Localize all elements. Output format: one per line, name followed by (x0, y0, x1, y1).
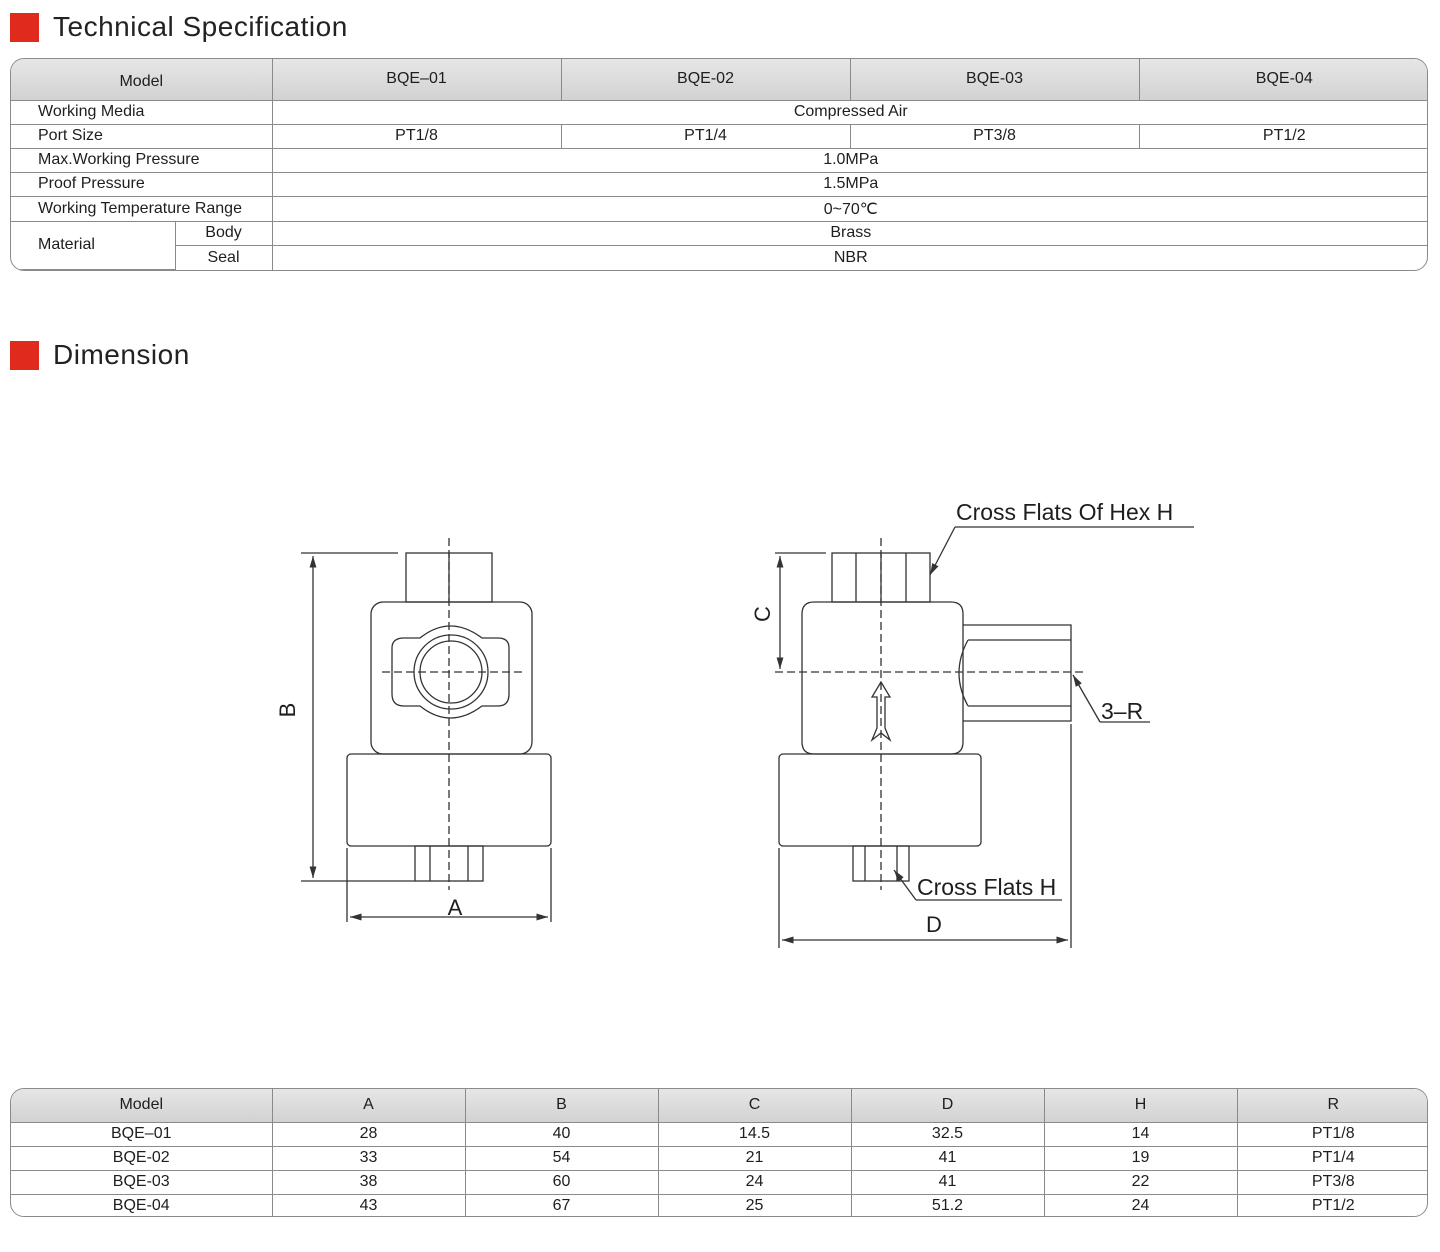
table-row: BQE-04 43 67 25 51.2 24 PT1/2 (11, 1193, 1427, 1216)
dim-label-c: C (750, 606, 775, 622)
table-cell: BQE–01 (11, 1122, 273, 1147)
table-cell: 41 (850, 1169, 1045, 1195)
table-cell: 32.5 (850, 1122, 1045, 1147)
dim-col-header: A (271, 1089, 466, 1123)
row-value: 1.0MPa (271, 147, 1427, 173)
dim-col-header: Model (11, 1089, 273, 1123)
row-value: PT1/8 (271, 123, 562, 149)
table-cell: 28 (271, 1122, 466, 1147)
table-row: Port Size PT1/8 PT1/4 PT3/8 PT1/2 (11, 123, 1427, 149)
table-row: Max.Working Pressure 1.0MPa (11, 147, 1427, 173)
table-cell: 21 (657, 1145, 852, 1171)
red-square-icon (10, 12, 39, 42)
row-value: PT1/4 (560, 123, 851, 149)
dim-col-header: B (464, 1089, 659, 1123)
dim-label-d: D (926, 912, 942, 937)
dim-label-b: B (275, 703, 300, 718)
dim-col-header: R (1236, 1089, 1427, 1123)
table-cell: 24 (657, 1169, 852, 1195)
table-cell: 22 (1043, 1169, 1238, 1195)
red-square-icon (10, 340, 39, 370)
table-cell: 25 (657, 1193, 852, 1216)
dimension-section-title: Dimension (10, 339, 190, 371)
table-row: Material Body Brass (11, 220, 1427, 270)
table-row: BQE-03 38 60 24 41 22 PT3/8 (11, 1169, 1427, 1195)
row-label: Proof Pressure (11, 171, 273, 197)
row-value: Brass (271, 220, 1427, 246)
row-label: Max.Working Pressure (11, 147, 273, 173)
row-value: PT1/2 (1138, 123, 1427, 149)
model-header: Model (11, 59, 273, 101)
row-label: Working Media (11, 100, 273, 125)
table-cell: 14.5 (657, 1122, 852, 1147)
row-value: NBR (271, 244, 1427, 270)
table-cell: 43 (271, 1193, 466, 1216)
hex-callout-label: Cross Flats Of Hex H (956, 499, 1173, 525)
table-cell: 67 (464, 1193, 659, 1216)
model-col-header: BQE-04 (1138, 59, 1427, 101)
row-value: Compressed Air (271, 100, 1427, 125)
table-cell: 38 (271, 1169, 466, 1195)
table-cell: 19 (1043, 1145, 1238, 1171)
table-row: BQE-02 33 54 21 41 19 PT1/4 (11, 1145, 1427, 1171)
spec-title-text: Technical Specification (53, 11, 348, 42)
side-view (775, 526, 1194, 948)
table-cell: 14 (1043, 1122, 1238, 1147)
table-cell: PT1/2 (1236, 1193, 1427, 1216)
row-value: PT3/8 (849, 123, 1140, 149)
row-value: 0~70℃ (271, 195, 1427, 222)
table-cell: BQE-02 (11, 1145, 273, 1171)
row-label: Working Temperature Range (11, 195, 273, 222)
table-cell: 51.2 (850, 1193, 1045, 1216)
table-row: BQE–01 28 40 14.5 32.5 14 PT1/8 (11, 1122, 1427, 1147)
spec-table: Model BQE–01 BQE-02 BQE-03 BQE-04 Workin… (10, 58, 1428, 271)
dimension-title-text: Dimension (53, 339, 190, 370)
dimension-drawing: B A C D Cross Flats Of Hex (275, 499, 1194, 948)
dim-col-header: C (657, 1089, 852, 1123)
row-sublabel: Seal (175, 244, 273, 270)
table-row: Proof Pressure 1.5MPa (11, 171, 1427, 197)
table-cell: BQE-03 (11, 1169, 273, 1195)
row-label: Port Size (11, 123, 273, 149)
table-cell: 41 (850, 1145, 1045, 1171)
dim-label-a: A (448, 895, 463, 920)
model-col-header: BQE–01 (271, 59, 562, 101)
row-label: Material (11, 220, 176, 270)
table-cell: PT3/8 (1236, 1169, 1427, 1195)
dim-col-header: D (850, 1089, 1045, 1123)
table-row: Seal NBR (11, 244, 1427, 270)
table-cell: PT1/8 (1236, 1122, 1427, 1147)
table-cell: 54 (464, 1145, 659, 1171)
dim-col-header: H (1043, 1089, 1238, 1123)
spec-section-title: Technical Specification (10, 11, 348, 43)
table-cell: 40 (464, 1122, 659, 1147)
table-row: Working Media Compressed Air (11, 100, 1427, 125)
row-sublabel: Body (174, 220, 273, 246)
flats-callout-label: Cross Flats H (917, 874, 1056, 900)
table-cell: 60 (464, 1169, 659, 1195)
table-row: Working Temperature Range 0~70℃ (11, 195, 1427, 222)
table-cell: PT1/4 (1236, 1145, 1427, 1171)
table-cell: BQE-04 (11, 1193, 273, 1216)
model-col-header: BQE-02 (560, 59, 851, 101)
row-value: 1.5MPa (271, 171, 1427, 197)
table-cell: 33 (271, 1145, 466, 1171)
table-cell: 24 (1043, 1193, 1238, 1216)
front-view (301, 538, 552, 922)
model-col-header: BQE-03 (849, 59, 1140, 101)
dimension-table: Model A B C D H R BQE–01 28 40 14.5 32.5… (10, 1088, 1428, 1217)
port-callout-label: 3–R (1101, 698, 1143, 724)
